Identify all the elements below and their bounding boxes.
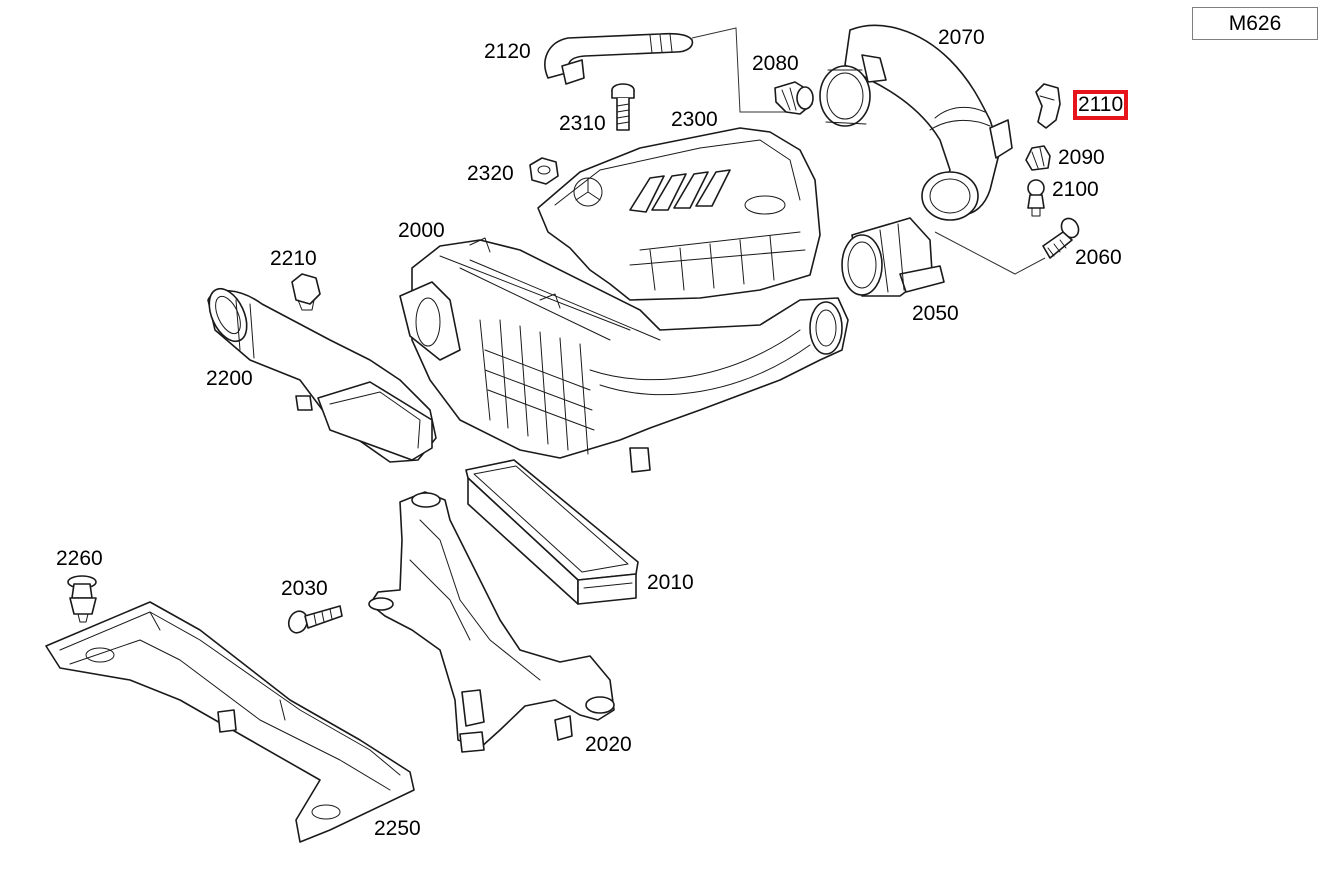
part-2300-engine-cover[interactable] — [537, 127, 821, 301]
part-label-2060[interactable]: 2060 — [1075, 246, 1122, 269]
part-label-2310[interactable]: 2310 — [559, 112, 606, 135]
part-label-2030[interactable]: 2030 — [281, 577, 328, 600]
part-label-2200[interactable]: 2200 — [206, 367, 253, 390]
part-2120-hose[interactable] — [544, 27, 790, 113]
part-2320-nut[interactable] — [529, 157, 559, 185]
part-2050-mass-air-flow-housing[interactable] — [841, 217, 945, 297]
part-2210-clip[interactable] — [291, 273, 321, 311]
part-label-2090[interactable]: 2090 — [1058, 146, 1105, 169]
part-label-2260[interactable]: 2260 — [56, 547, 103, 570]
part-label-2020[interactable]: 2020 — [585, 733, 632, 756]
part-label-2080[interactable]: 2080 — [752, 52, 799, 75]
part-2010-filter-element[interactable] — [465, 459, 639, 605]
part-label-2250[interactable]: 2250 — [374, 817, 421, 840]
part-label-2320[interactable]: 2320 — [467, 162, 514, 185]
part-label-2000[interactable]: 2000 — [398, 219, 445, 242]
part-2080-sensor[interactable] — [774, 81, 814, 115]
part-2060-bolt[interactable] — [934, 215, 1082, 275]
part-2110-sensor[interactable] — [1035, 83, 1061, 129]
part-label-2070[interactable]: 2070 — [938, 26, 985, 49]
part-2260-clip[interactable] — [67, 575, 97, 623]
part-2200-air-duct[interactable] — [202, 283, 437, 463]
part-2030-bolt[interactable] — [286, 605, 343, 635]
part-2100-stud[interactable] — [1027, 179, 1045, 217]
part-label-2110[interactable]: 2110 — [1072, 90, 1129, 120]
part-label-2120[interactable]: 2120 — [484, 40, 531, 63]
part-2070-intake-pipe[interactable] — [819, 24, 1013, 221]
part-label-2050[interactable]: 2050 — [912, 302, 959, 325]
part-2310-bolt[interactable] — [611, 83, 635, 131]
part-label-2100[interactable]: 2100 — [1052, 178, 1099, 201]
part-2000-air-filter-housing[interactable] — [399, 237, 849, 473]
part-2250-tray[interactable] — [45, 601, 415, 843]
part-2020-bracket[interactable] — [368, 491, 615, 753]
part-label-2300[interactable]: 2300 — [671, 108, 718, 131]
part-label-2210[interactable]: 2210 — [270, 247, 317, 270]
part-label-2010[interactable]: 2010 — [647, 571, 694, 594]
model-code-box: M626 — [1192, 7, 1318, 40]
part-2090-nut[interactable] — [1025, 145, 1051, 171]
model-code-label: M626 — [1228, 11, 1282, 35]
